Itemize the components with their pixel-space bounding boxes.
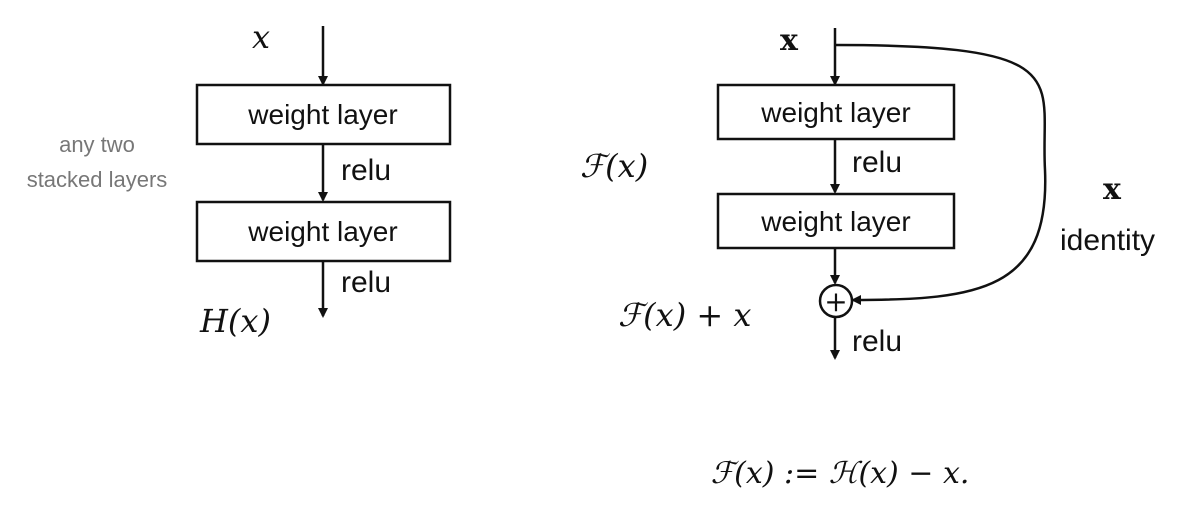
residual-relu-label-out: relu: [852, 325, 902, 358]
residual-weight-layer-2-label: weight layer: [760, 206, 910, 237]
residual-sum-label: ℱ(x) + x: [618, 296, 751, 334]
residual-input-label: x: [780, 23, 799, 58]
residual-weight-layer-1: [716, 83, 956, 141]
plain-weight-layer-2: [195, 200, 452, 263]
plain-input-label: x: [252, 18, 270, 56]
residual-equation: ℱ(x) := ℋ(x) − x.: [711, 456, 970, 491]
identity-shortcut-arrow: [834, 43, 1047, 305]
addition-symbol: +: [824, 285, 847, 318]
plain-weight-layer-1-label: weight layer: [247, 99, 397, 130]
residual-block: x ℱ(x) weight layer relu weight layer + …: [580, 23, 1155, 360]
plain-side-label-line2: stacked layers: [27, 167, 168, 192]
plain-relu-label-2: relu: [341, 266, 391, 299]
residual-weight-layer-2: [716, 192, 956, 250]
plain-block: x any two stacked layers weight layer re…: [27, 18, 452, 340]
identity-var-label: x: [1103, 172, 1122, 207]
plain-relu-label-1: relu: [341, 154, 391, 187]
residual-relu-label-1: relu: [852, 146, 902, 179]
plain-weight-layer-2-label: weight layer: [247, 216, 397, 247]
identity-label: identity: [1060, 224, 1155, 257]
plain-side-label-line1: any two: [59, 132, 135, 157]
plain-output-label: H(x): [199, 302, 271, 340]
residual-function-label: ℱ(x): [580, 147, 648, 185]
residual-weight-layer-1-label: weight layer: [760, 97, 910, 128]
